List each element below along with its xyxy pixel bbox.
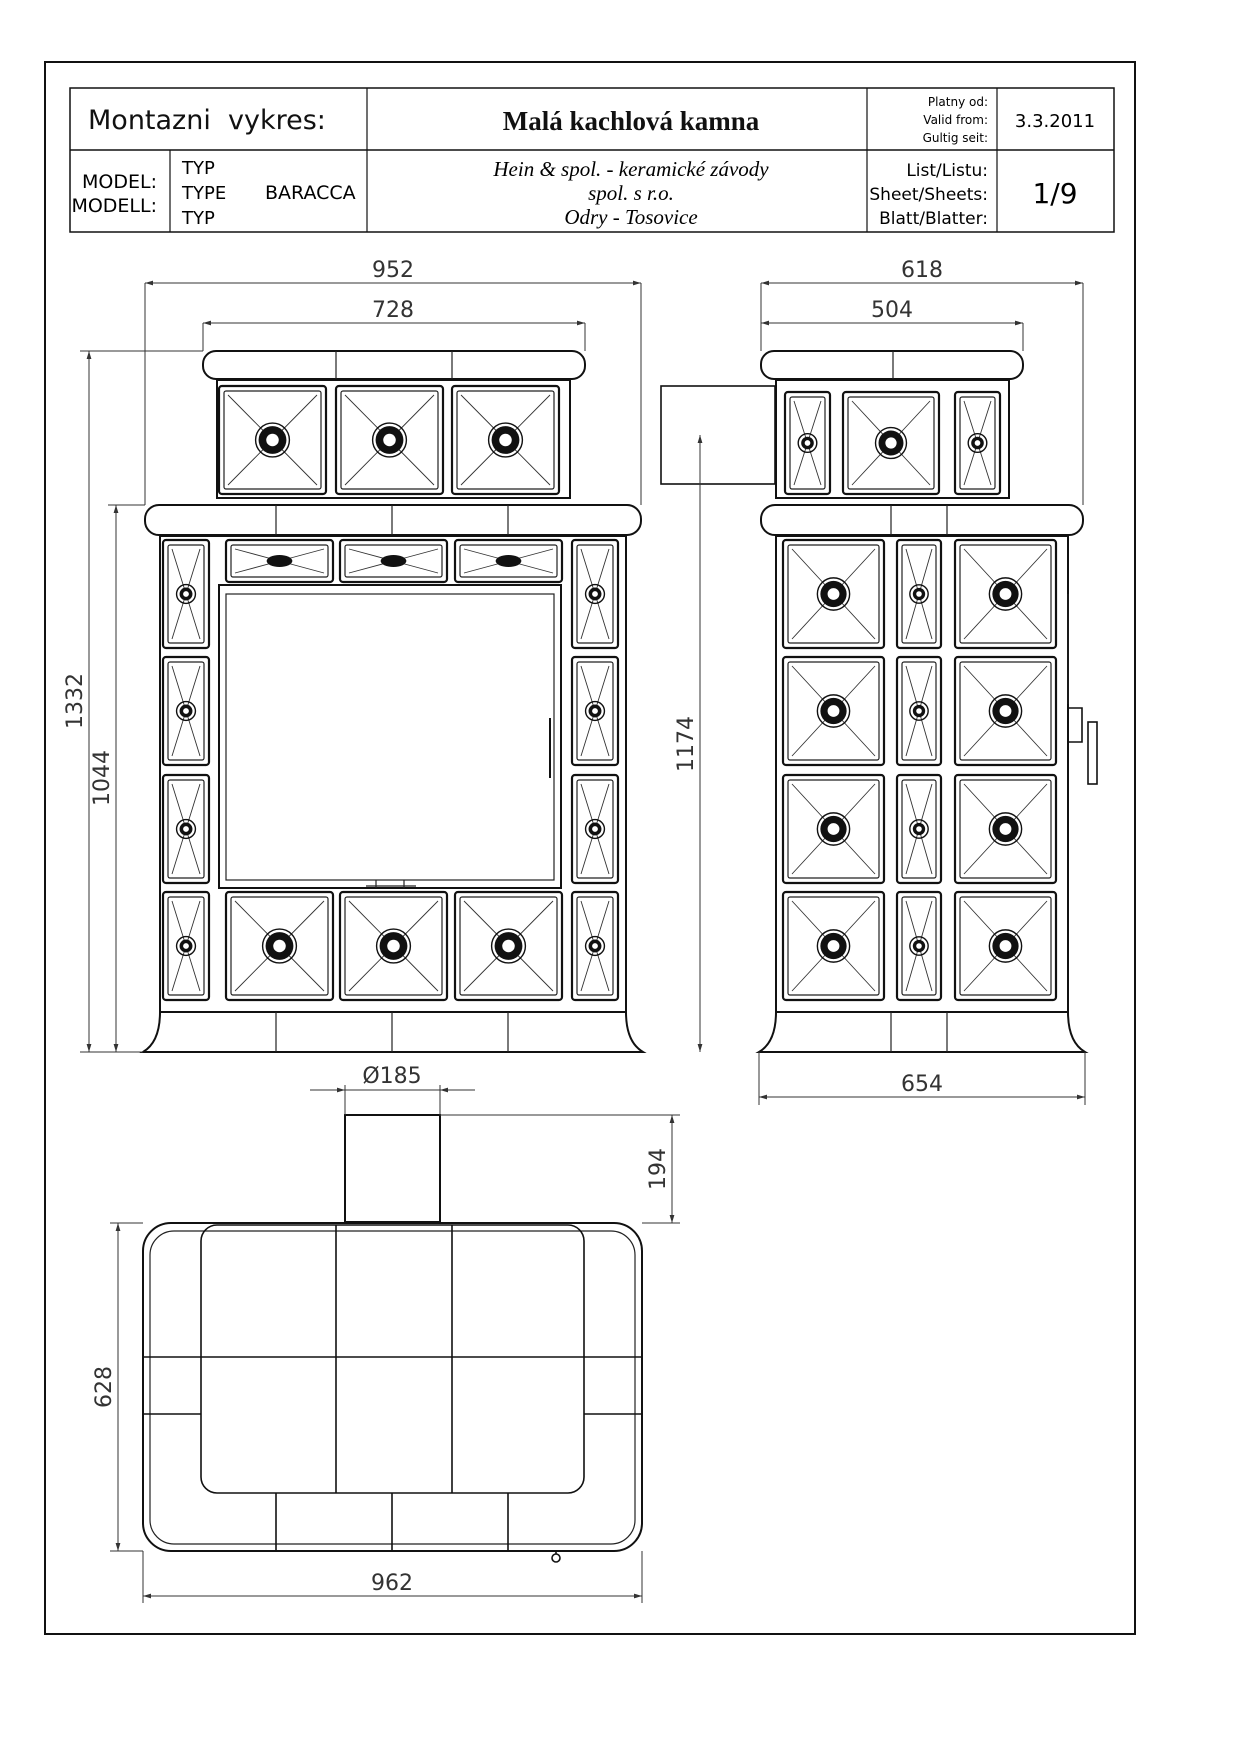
valid-date: 3.3.2011 xyxy=(1015,111,1095,132)
stove-tile xyxy=(570,890,620,1002)
dim-side-flue-height: 1174 xyxy=(674,716,699,772)
stove-tile xyxy=(338,538,449,584)
stove-tile xyxy=(334,384,445,496)
stove-tile xyxy=(781,655,886,767)
stove-tile xyxy=(781,773,886,885)
valid-from-label-cz: Platny od: xyxy=(928,95,988,109)
dim-side-base-depth: 654 xyxy=(901,1072,943,1097)
sheet-label-cz: List/Listu: xyxy=(906,161,988,181)
valid-from-label-de: Gultig seit: xyxy=(923,131,988,145)
valid-from-label-en: Valid from: xyxy=(923,113,988,127)
dim-plan-width: 962 xyxy=(371,1571,413,1596)
stove-tile xyxy=(224,890,335,1002)
model-label: MODEL: xyxy=(82,171,157,193)
stove-tile xyxy=(217,384,328,496)
dim-front-body-height: 1044 xyxy=(90,750,115,806)
plan-view xyxy=(142,1114,643,1563)
stove-tile xyxy=(953,773,1058,885)
dim-flue-length: 194 xyxy=(646,1148,671,1190)
stove-tile xyxy=(841,390,941,496)
stove-tile xyxy=(338,890,449,1002)
stove-tile xyxy=(953,538,1058,650)
stove-tile xyxy=(161,655,211,767)
company-line-1: Hein & spol. - keramické závody xyxy=(492,157,769,181)
stove-tile xyxy=(953,890,1058,1002)
stove-tile xyxy=(570,538,620,650)
model-value: BARACCA xyxy=(265,182,356,204)
stove-tile xyxy=(453,538,564,584)
dim-flue-diameter: Ø185 xyxy=(362,1064,421,1089)
stove-tile xyxy=(453,890,564,1002)
stove-tile xyxy=(161,538,211,650)
drawing-type-label: Montazni vykres: xyxy=(88,105,326,136)
stove-tile xyxy=(953,390,1002,496)
stove-tile xyxy=(895,538,943,650)
company-line-2: spol. s r.o. xyxy=(588,181,674,205)
company-line-3: Odry - Tosovice xyxy=(564,205,697,229)
stove-tile xyxy=(953,655,1058,767)
modell-label: MODELL: xyxy=(71,195,157,217)
dim-side-depth: 618 xyxy=(901,258,943,283)
stove-tile xyxy=(895,773,943,885)
stove-tile xyxy=(161,773,211,885)
dim-side-inner-depth: 504 xyxy=(871,298,913,323)
stove-tile xyxy=(570,655,620,767)
stove-tile xyxy=(161,890,211,1002)
stove-tile xyxy=(224,538,335,584)
stove-tile xyxy=(781,890,886,1002)
dim-front-width: 952 xyxy=(372,258,414,283)
type-label-cz: TYP xyxy=(181,158,215,179)
sheet-label-en: Sheet/Sheets: xyxy=(869,185,988,205)
side-view xyxy=(660,350,1098,1053)
stove-tile xyxy=(570,773,620,885)
sheet-border xyxy=(44,61,1136,1635)
stove-tile xyxy=(895,655,943,767)
front-view xyxy=(139,350,647,1053)
stove-tile xyxy=(783,390,832,496)
type-label-de: TYP xyxy=(181,208,215,229)
product-name: Malá kachlová kamna xyxy=(503,106,760,136)
type-label-en: TYPE xyxy=(181,183,226,204)
stove-tile xyxy=(781,538,886,650)
dimension-lines: 952 728 1332 1044 618 504 1174 654 xyxy=(63,258,1086,1603)
title-block: Montazni vykres: Malá kachlová kamna Pla… xyxy=(69,87,1115,233)
stove-tile xyxy=(450,384,561,496)
stove-tile xyxy=(895,890,943,1002)
dim-front-inner-width: 728 xyxy=(372,298,414,323)
sheet-number: 1/9 xyxy=(1032,177,1077,210)
sheet-label-de: Blatt/Blatter: xyxy=(879,209,988,229)
stove-tiles xyxy=(161,384,1058,1002)
dim-plan-depth: 628 xyxy=(92,1366,117,1408)
dim-front-total-height: 1332 xyxy=(63,673,88,729)
